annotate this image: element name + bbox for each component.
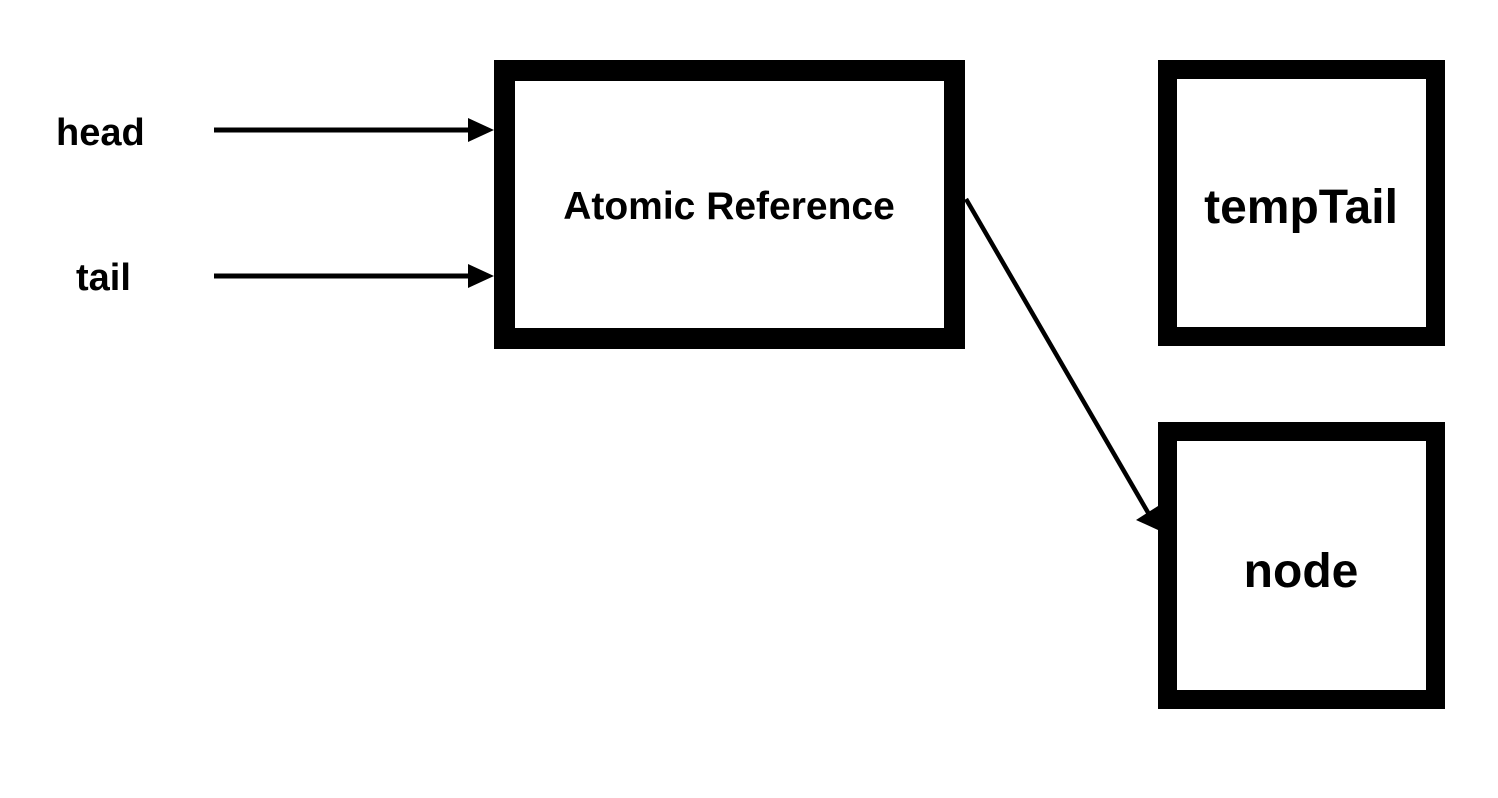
temp-tail-node: tempTail xyxy=(1158,60,1445,346)
tail-arrow-head xyxy=(468,264,494,288)
temp-tail-label: tempTail xyxy=(1204,181,1398,234)
tail-arrow xyxy=(214,264,494,288)
node-node: node xyxy=(1158,422,1445,709)
tail-pointer-label: tail xyxy=(76,257,131,299)
temp-tail-box xyxy=(1158,60,1445,346)
atomic-reference-to-node-arrow-head xyxy=(1136,506,1158,530)
atomic-reference-box xyxy=(494,60,965,349)
atomic-reference-to-node-line xyxy=(964,197,1152,518)
head-pointer-label: head xyxy=(56,112,145,154)
atomic-reference-node: Atomic Reference xyxy=(494,60,965,349)
node-label: node xyxy=(1244,545,1359,598)
head-arrow-head xyxy=(468,118,494,142)
atomic-reference-to-node-arrow xyxy=(964,197,1158,530)
atomic-reference-label: Atomic Reference xyxy=(563,185,895,228)
node-box xyxy=(1158,422,1445,709)
head-arrow xyxy=(214,118,494,142)
